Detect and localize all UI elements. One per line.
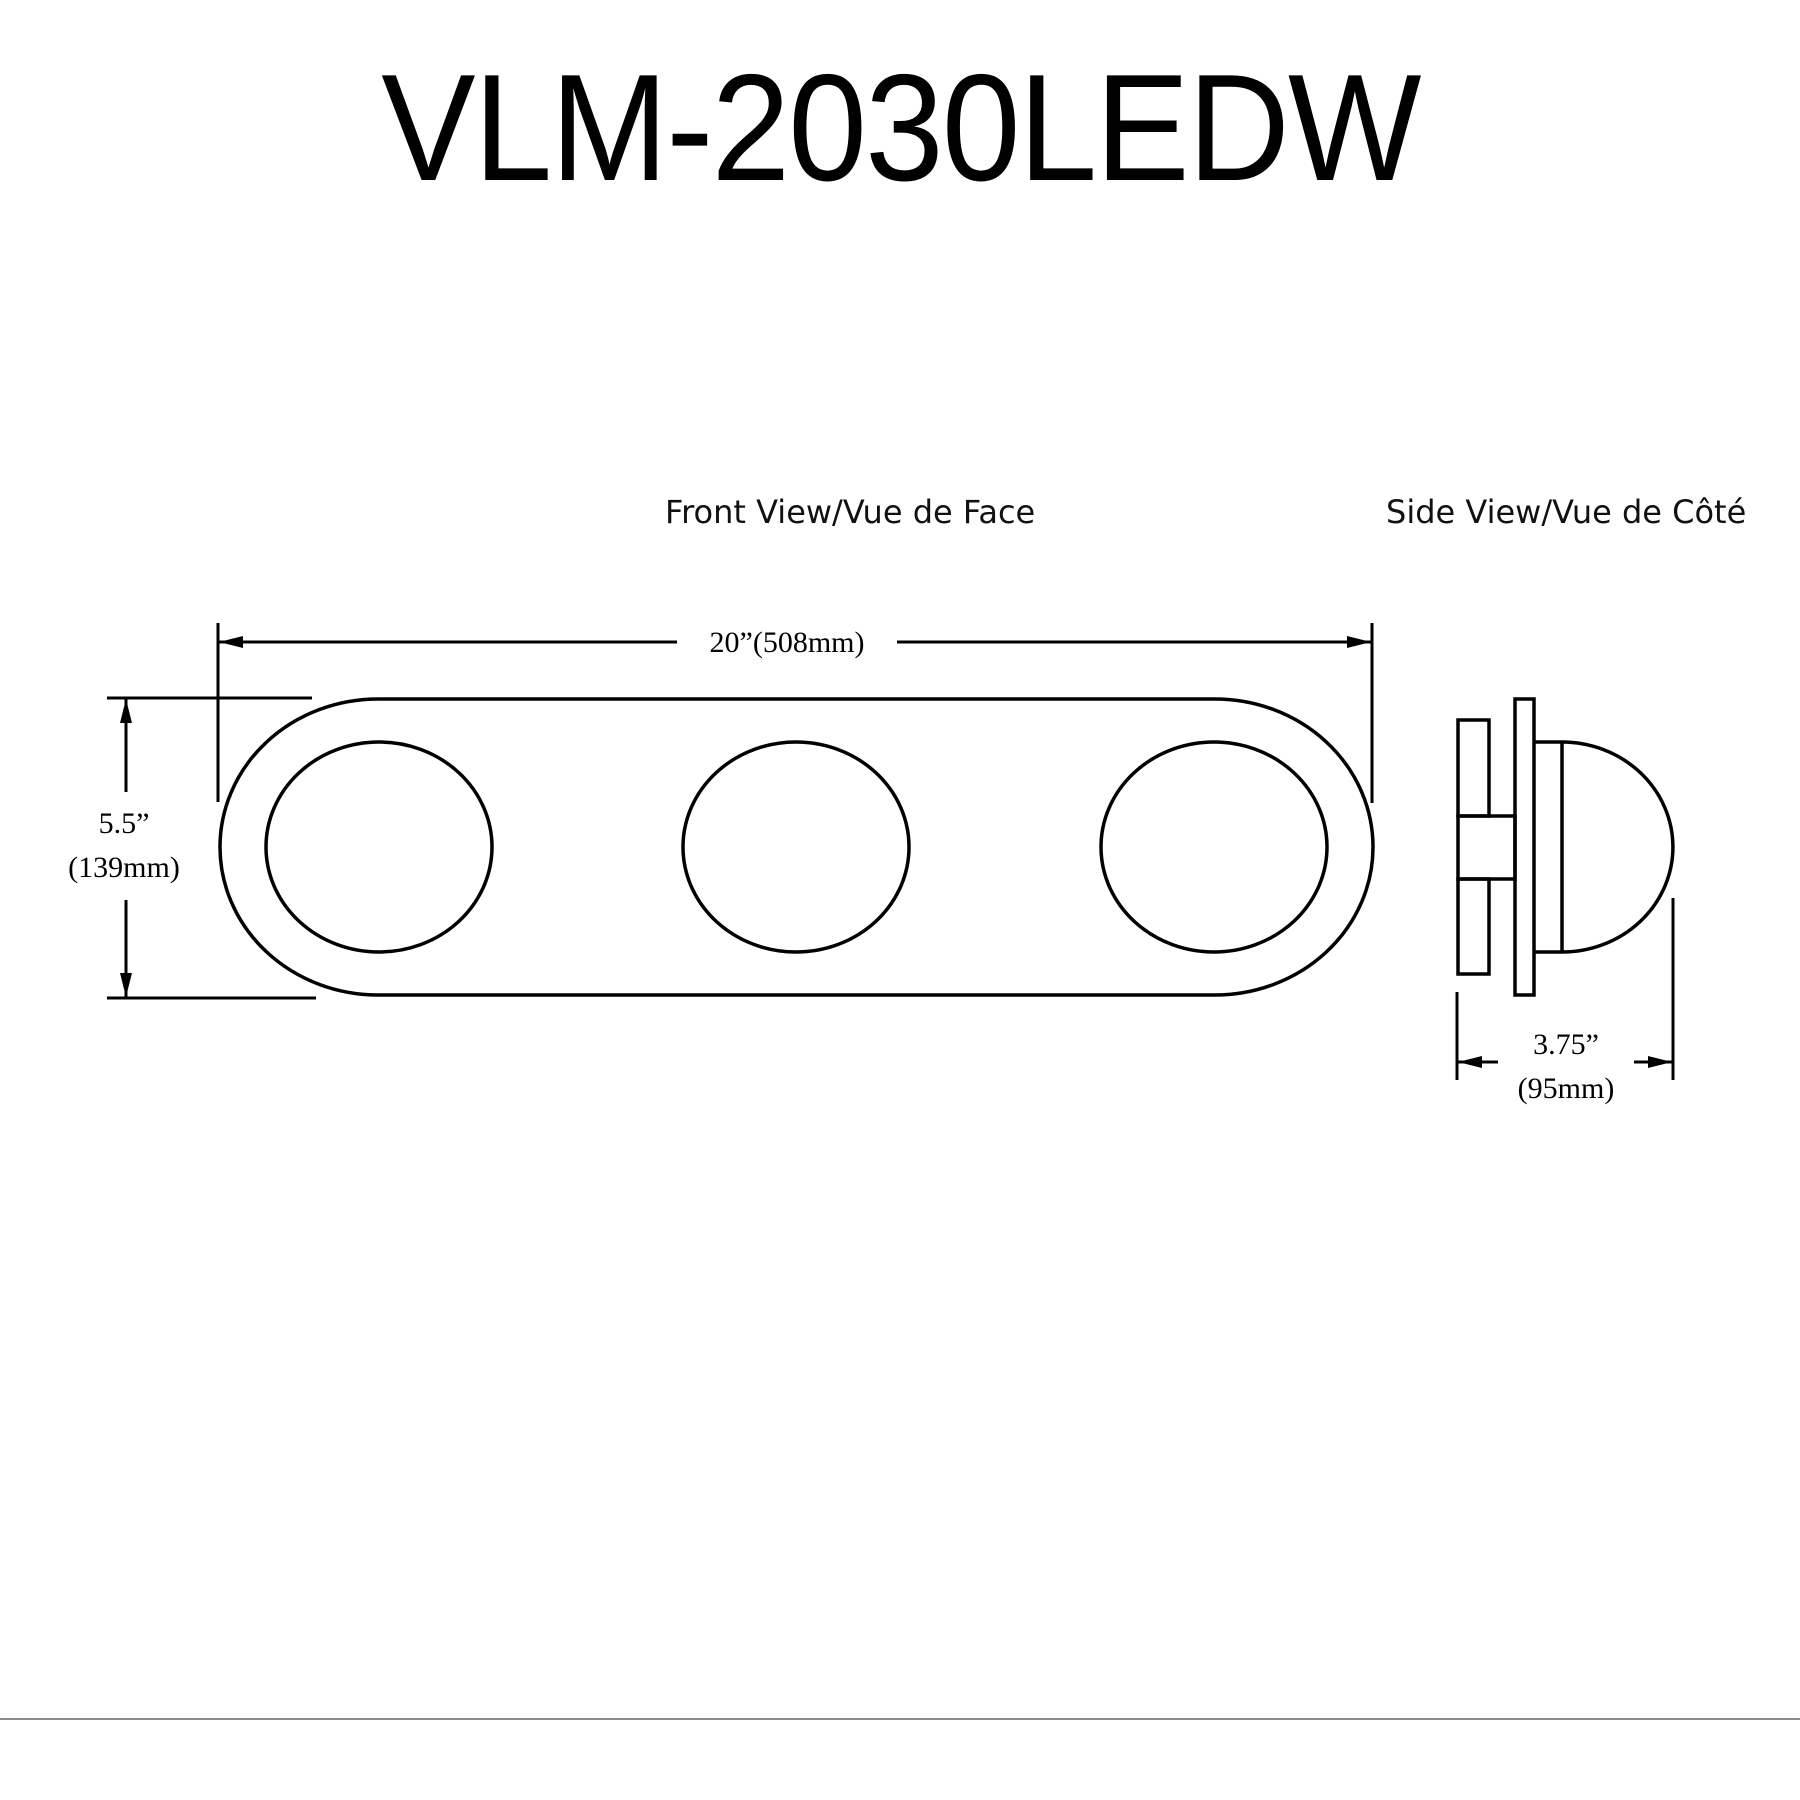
- globe-dome: [1561, 740, 1675, 954]
- wall-plate-lower: [1456, 877, 1491, 976]
- front-view-drawing: [218, 697, 1375, 997]
- fixture-plate: [1513, 697, 1536, 997]
- front-view-label: Front View/Vue de Face: [665, 493, 1036, 531]
- width-dimension: [216, 623, 1374, 803]
- mounting-stem: [1456, 814, 1517, 881]
- depth-dimension-metric: (95mm): [1518, 1072, 1615, 1105]
- width-dimension-text: 20”(508mm): [710, 626, 865, 659]
- side-view-label: Side View/Vue de Côté: [1386, 493, 1747, 531]
- wall-plate-upper: [1456, 718, 1491, 818]
- light-globe-3: [1099, 740, 1329, 954]
- backplate-outline: [218, 697, 1375, 997]
- height-dimension: [107, 696, 316, 1000]
- height-dimension-imperial: 5.5”: [99, 807, 150, 840]
- light-globe-2: [681, 740, 911, 954]
- depth-dimension-imperial: 3.75”: [1533, 1028, 1599, 1061]
- product-model-title: VLM-2030LEDW: [381, 43, 1421, 213]
- side-view-drawing: [1456, 697, 1675, 997]
- height-dimension-metric: (139mm): [68, 851, 180, 884]
- light-globe-1: [264, 740, 494, 954]
- page-divider: [0, 1718, 1800, 1720]
- depth-dimension: [1455, 898, 1675, 1080]
